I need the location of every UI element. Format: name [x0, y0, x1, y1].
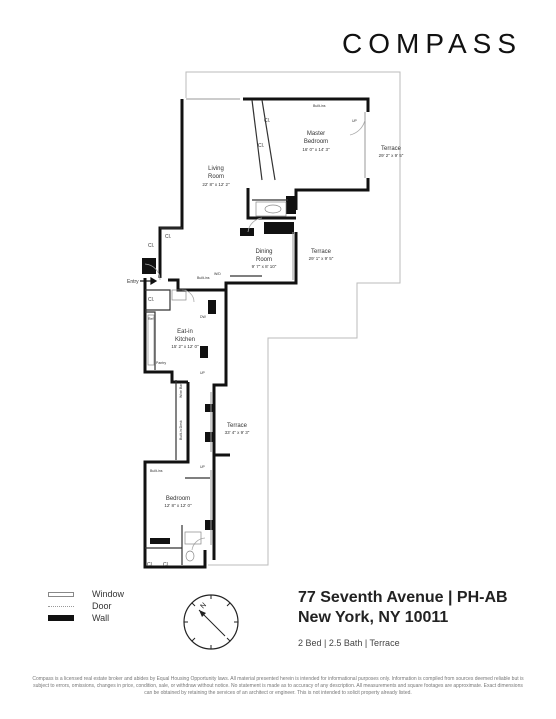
legend-window: Window	[48, 588, 124, 600]
master-bedroom-name2: Bedroom	[304, 139, 328, 145]
address-line-2: New York, NY 10011	[298, 609, 449, 626]
wall-blocks	[142, 196, 296, 544]
terrace-3-name: Terrace	[227, 423, 248, 429]
dining-room-dims: 9' 7" x 8' 10"	[252, 264, 277, 269]
room-labels: Living Room 22' 8" x 12' 2" Master Bedro…	[164, 131, 403, 508]
closet-label: Cl.	[148, 297, 154, 303]
living-room-name: Living	[208, 166, 224, 172]
entry-arrow	[140, 276, 158, 286]
dining-room-name: Dining	[255, 249, 272, 255]
fixtures	[147, 201, 287, 562]
kitchen-dims: 15' 2" x 12' 0"	[171, 344, 199, 349]
terrace-1-dims: 29' 2" x 9' 5"	[379, 153, 404, 158]
wall-swatch	[48, 615, 74, 621]
legend-wall-label: Wall	[92, 613, 110, 623]
address-line-1: 77 Seventh Avenue | PH-AB	[298, 589, 508, 606]
closet-label: Cl.	[258, 143, 264, 149]
built-ins-label: Built-ins	[150, 469, 163, 473]
closet-label: Cl.	[264, 118, 270, 124]
kitchen-name2: Kitchen	[175, 337, 195, 343]
compass-north-label: N	[199, 602, 208, 611]
ref-label: Ref	[148, 317, 153, 321]
master-bedroom-name: Master	[307, 131, 325, 137]
window-swatch	[48, 591, 74, 597]
built-in-desk-label: Built-in Desk	[179, 420, 183, 440]
door-swings	[144, 119, 366, 551]
terrace-3-dims: 33' 4" x 9' 3"	[225, 430, 250, 435]
disclaimer: Compass is a licensed real estate broker…	[32, 676, 524, 696]
wd-label: W/D	[214, 272, 221, 276]
terrace-outline	[185, 71, 401, 566]
legend-door: Door	[48, 600, 124, 612]
floor-plan: Living Room 22' 8" x 12' 2" Master Bedro…	[127, 71, 404, 569]
terrace-2-dims: 29' 1" x 9' 5"	[309, 256, 334, 261]
interior-walls	[145, 99, 288, 565]
pantry-label: Pantry	[156, 361, 166, 365]
master-bedroom-dims: 16' 0" x 14' 3"	[302, 147, 330, 152]
terrace-2-name: Terrace	[311, 249, 332, 255]
up-label: UP	[200, 371, 206, 375]
legend: Window Door Wall	[48, 588, 124, 624]
up-label: UP	[200, 465, 206, 469]
kitchen-name: Eat-in	[177, 329, 193, 335]
door-swatch	[48, 605, 74, 607]
entry-label: Entry	[127, 279, 139, 285]
built-ins-label: Built-ins	[313, 104, 326, 108]
listing-summary: 2 Bed | 2.5 Bath | Terrace	[298, 638, 400, 648]
closet-label: Cl.	[163, 562, 169, 568]
windows	[186, 98, 366, 545]
compass-logo: COMPASS	[342, 28, 522, 59]
terrace-1-name: Terrace	[381, 146, 402, 152]
closet-label: Cl.	[165, 234, 171, 240]
bedroom-dims: 12' 8" x 12' 0"	[164, 503, 192, 508]
up-label: UP	[352, 119, 358, 123]
small-labels: Cl. Cl. Cl. Cl. Cl. Cl. Cl. Entry Built-…	[127, 104, 358, 568]
legend-wall: Wall	[48, 612, 124, 624]
living-room-dims: 22' 8" x 12' 2"	[202, 182, 230, 187]
legend-window-label: Window	[92, 589, 125, 599]
listing-address: 77 Seventh Avenue | PH-AB New York, NY 1…	[298, 588, 508, 648]
walls	[143, 97, 370, 569]
bedroom-name: Bedroom	[166, 496, 190, 502]
living-room-name2: Room	[208, 174, 224, 180]
compass-rose-icon: N	[183, 594, 239, 650]
dining-room-name2: Room	[256, 257, 272, 263]
legend-door-label: Door	[92, 601, 112, 611]
closet-label: Cl.	[147, 562, 153, 568]
built-ins-label: Built-ins	[197, 276, 210, 280]
closet-label: Cl.	[148, 243, 154, 249]
wine-bar-label: Wine Bar	[179, 383, 183, 398]
dw-label: DW	[200, 315, 207, 319]
